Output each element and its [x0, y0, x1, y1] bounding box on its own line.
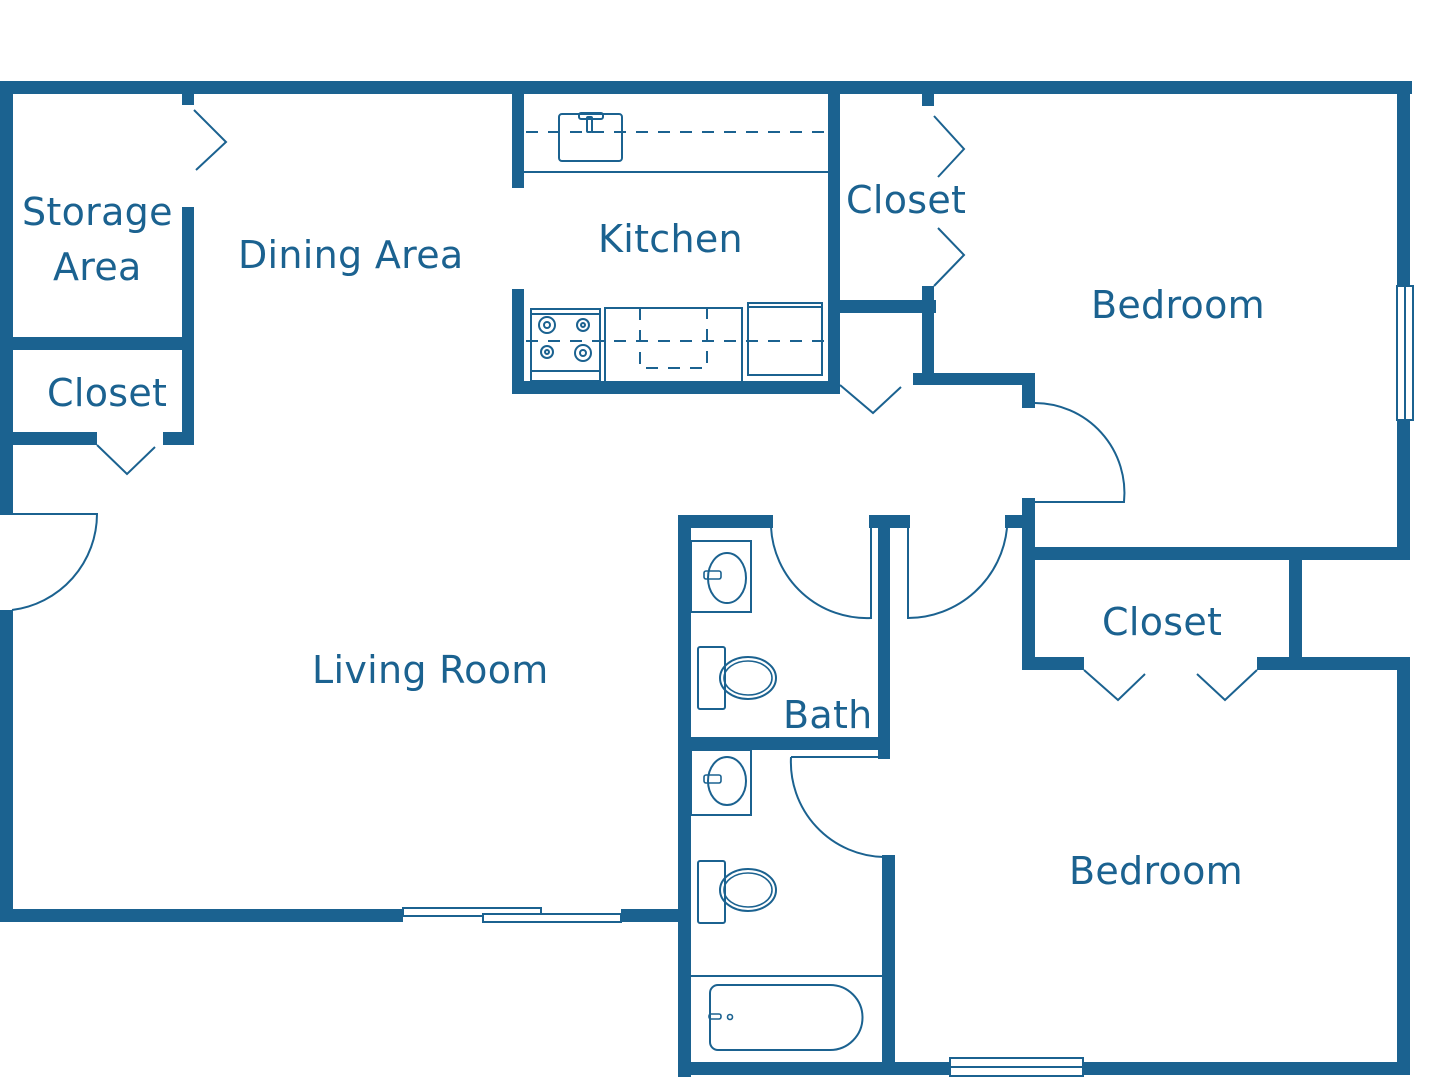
bath2-fixtures	[690, 749, 882, 1051]
label-closet-right: Closet	[1102, 600, 1222, 644]
dishwasher-icon	[639, 308, 708, 369]
storage-door	[193, 109, 228, 171]
bath1-fixtures	[690, 540, 777, 710]
label-bath: Bath	[783, 693, 873, 737]
sliding-door-living-room	[402, 907, 542, 917]
toilet-icon	[697, 860, 777, 924]
bathroom-sink-icon	[690, 540, 752, 613]
label-storage-area-line2: Area	[53, 245, 142, 289]
toilet-icon	[697, 646, 777, 710]
doors	[0, 109, 1258, 858]
label-bedroom-top: Bedroom	[1091, 283, 1265, 327]
refrigerator-icon	[747, 302, 823, 376]
hall-closet-door	[839, 384, 902, 415]
bedroom-bottom-door-swing	[907, 527, 1008, 619]
bath2-door-swing	[789, 756, 885, 858]
bedroom-top-door-swing	[1034, 402, 1126, 503]
stove-icon	[530, 308, 601, 382]
label-kitchen: Kitchen	[598, 217, 743, 261]
closet-middle-door-lower	[933, 227, 966, 287]
closet-middle-door-upper	[933, 115, 966, 178]
door-frames	[791, 527, 909, 758]
front-door-swing	[0, 513, 99, 611]
bath-door-swing	[770, 526, 872, 620]
counter-cabinet	[604, 307, 743, 383]
bathtub-icon	[708, 984, 864, 1051]
kitchen-fixtures	[524, 112, 828, 383]
label-closet-top-left: Closet	[47, 371, 167, 415]
windows	[402, 285, 1414, 1077]
label-living-room: Living Room	[312, 648, 549, 692]
closet-right-door-right	[1196, 669, 1258, 702]
room-labels: Storage Area Dining Area Kitchen Closet …	[22, 178, 1265, 893]
interior-walls	[0, 81, 1035, 1075]
closet-right-door-left	[1083, 669, 1146, 702]
label-bedroom-bottom: Bedroom	[1069, 849, 1243, 893]
label-dining-area: Dining Area	[238, 233, 464, 277]
label-storage-area-line1: Storage	[22, 190, 173, 234]
exterior-walls	[0, 81, 1412, 1077]
kitchen-sink-icon	[558, 112, 623, 162]
label-closet-top-middle: Closet	[846, 178, 966, 222]
closet-left-door	[96, 444, 156, 476]
bathroom-sink-icon	[690, 749, 752, 816]
